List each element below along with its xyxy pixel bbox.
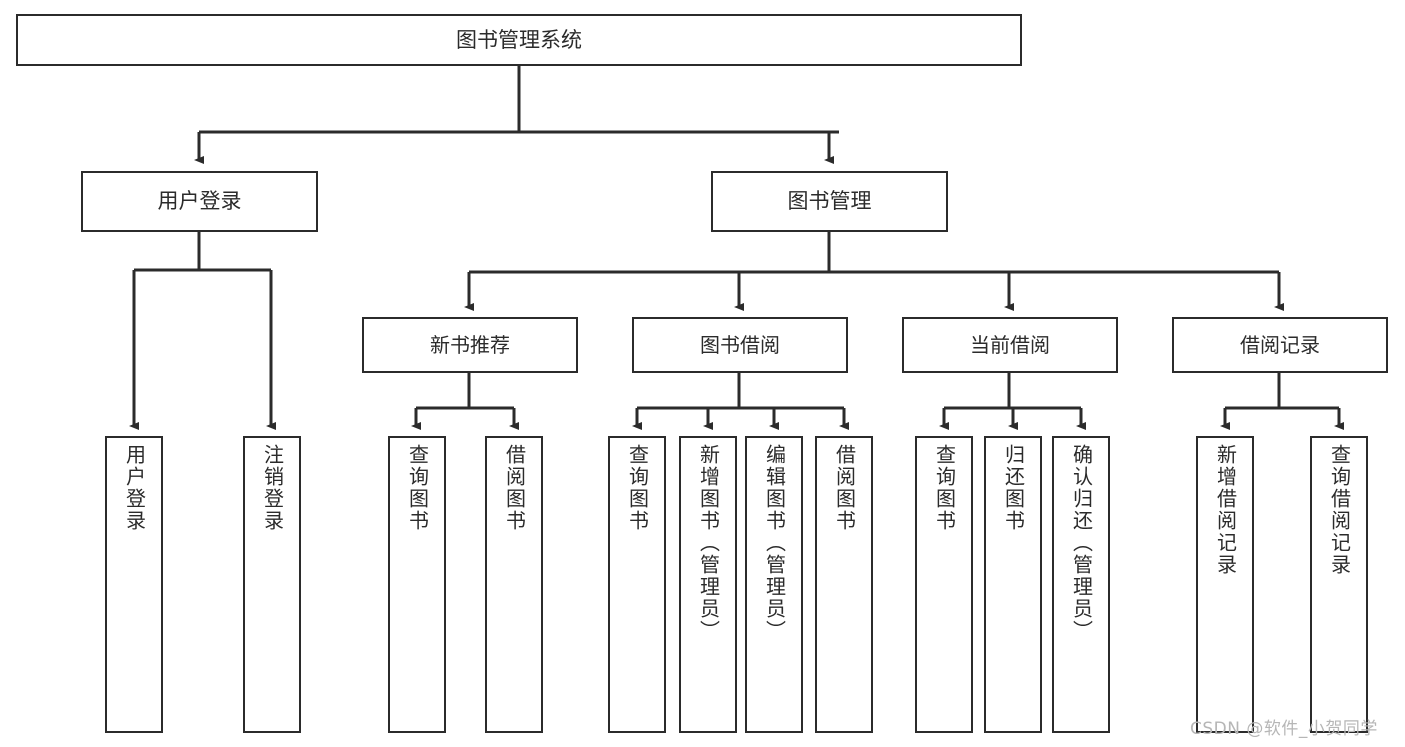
node-borrow-record[interactable]: 借阅记录 [1172,317,1388,373]
node-leaf-query-book-2[interactable]: 查询图书 [608,436,666,733]
node-leaf-confirm-return-label: 确认归还（管理员） [1069,444,1094,642]
node-leaf-borrow-book-2[interactable]: 借阅图书 [815,436,873,733]
node-leaf-return-book-label: 归还图书 [1001,444,1026,532]
node-leaf-borrow-book-2-label: 借阅图书 [832,444,857,532]
node-leaf-confirm-return[interactable]: 确认归还（管理员） [1052,436,1110,733]
node-current-borrow[interactable]: 当前借阅 [902,317,1118,373]
node-current-borrow-label: 当前借阅 [970,332,1050,357]
node-leaf-edit-book[interactable]: 编辑图书（管理员） [745,436,803,733]
node-leaf-query-book-3-label: 查询图书 [932,444,957,532]
node-leaf-query-record[interactable]: 查询借阅记录 [1310,436,1368,733]
node-user-login[interactable]: 用户登录 [81,171,318,232]
node-book-manage-label: 图书管理 [787,189,872,214]
node-leaf-query-book-1[interactable]: 查询图书 [388,436,446,733]
node-new-book-recommend[interactable]: 新书推荐 [362,317,578,373]
node-leaf-query-book-3[interactable]: 查询图书 [915,436,973,733]
node-leaf-borrow-book-1[interactable]: 借阅图书 [485,436,543,733]
node-leaf-edit-book-label: 编辑图书（管理员） [762,444,787,642]
node-borrow-record-label: 借阅记录 [1240,332,1320,357]
node-leaf-return-book[interactable]: 归还图书 [984,436,1042,733]
node-leaf-add-record-label: 新增借阅记录 [1213,444,1238,576]
node-book-manage[interactable]: 图书管理 [711,171,948,232]
node-new-book-recommend-label: 新书推荐 [430,332,510,357]
node-book-borrow-label: 图书借阅 [700,332,780,357]
node-leaf-borrow-book-1-label: 借阅图书 [502,444,527,532]
node-leaf-query-record-label: 查询借阅记录 [1327,444,1352,576]
node-leaf-logout-login-label: 注销登录 [260,444,285,532]
node-leaf-user-login-label: 用户登录 [122,444,147,532]
node-leaf-add-record[interactable]: 新增借阅记录 [1196,436,1254,733]
node-root[interactable]: 图书管理系统 [16,14,1022,66]
node-leaf-add-book[interactable]: 新增图书（管理员） [679,436,737,733]
node-leaf-logout-login[interactable]: 注销登录 [243,436,301,733]
csdn-watermark: CSDN @软件_小贺同学 [1190,719,1378,739]
node-book-borrow[interactable]: 图书借阅 [632,317,848,373]
node-leaf-query-book-2-label: 查询图书 [625,444,650,532]
node-leaf-user-login[interactable]: 用户登录 [105,436,163,733]
node-user-login-label: 用户登录 [157,189,242,214]
node-root-label: 图书管理系统 [456,27,582,52]
node-leaf-query-book-1-label: 查询图书 [405,444,430,532]
node-leaf-add-book-label: 新增图书（管理员） [696,444,721,642]
